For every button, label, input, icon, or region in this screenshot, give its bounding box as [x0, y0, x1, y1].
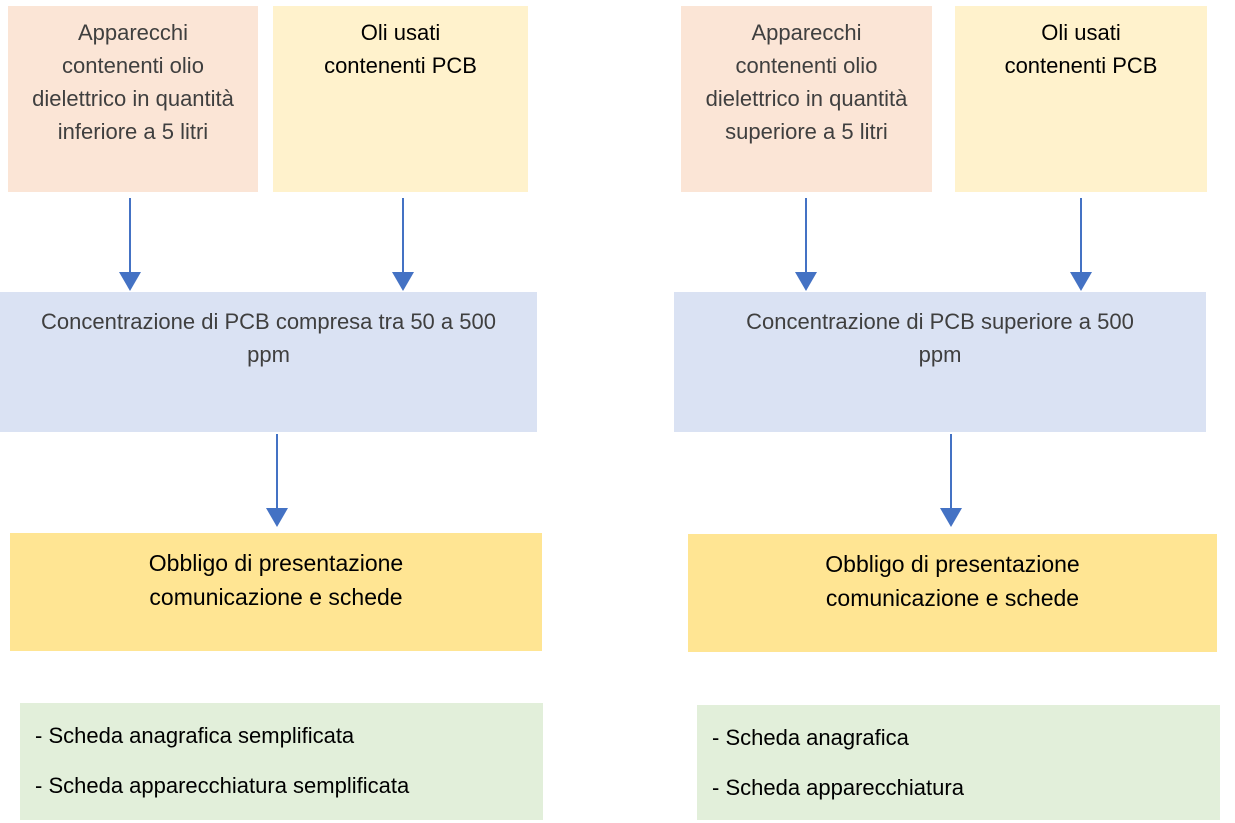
- arrow-line: [129, 198, 131, 272]
- arrow-head-icon: [392, 272, 414, 291]
- source-box-equipment-right-label: Apparecchi contenenti olio dielettrico i…: [705, 20, 908, 144]
- source-box-oils-right: Oli usati contenenti PCB: [955, 6, 1207, 192]
- arrow-line: [402, 198, 404, 272]
- arrow-head-icon: [266, 508, 288, 527]
- arrow-head-icon: [1070, 272, 1092, 291]
- documents-box-right: - Scheda anagrafica - Scheda apparecchia…: [697, 705, 1220, 820]
- arrow-line: [1080, 198, 1082, 272]
- documents-box-left: - Scheda anagrafica semplificata - Sched…: [20, 703, 543, 820]
- source-box-oils-left-label: Oli usati contenenti PCB: [324, 20, 477, 78]
- condition-box-right: Concentrazione di PCB superiore a 500 pp…: [674, 292, 1206, 432]
- obligation-box-left-label: Obbligo di presentazione comunicazione e…: [148, 550, 404, 610]
- source-box-oils-left: Oli usati contenenti PCB: [273, 6, 528, 192]
- arrow-line: [950, 434, 952, 508]
- source-box-equipment-left: Apparecchi contenenti olio dielettrico i…: [8, 6, 258, 192]
- arrow-line: [805, 198, 807, 272]
- arrow-head-icon: [940, 508, 962, 527]
- obligation-box-right-label: Obbligo di presentazione comunicazione e…: [825, 551, 1080, 611]
- arrow-head-icon: [119, 272, 141, 291]
- condition-box-left-label: Concentrazione di PCB compresa tra 50 a …: [41, 309, 496, 367]
- arrow-head-icon: [795, 272, 817, 291]
- obligation-box-right: Obbligo di presentazione comunicazione e…: [688, 534, 1217, 652]
- document-item: - Scheda anagrafica semplificata: [35, 723, 355, 748]
- source-box-oils-right-label: Oli usati contenenti PCB: [1004, 20, 1158, 78]
- condition-box-left: Concentrazione di PCB compresa tra 50 a …: [0, 292, 537, 432]
- source-box-equipment-left-label: Apparecchi contenenti olio dielettrico i…: [32, 20, 234, 144]
- arrow-line: [276, 434, 278, 508]
- obligation-box-left: Obbligo di presentazione comunicazione e…: [10, 533, 542, 651]
- condition-box-right-label: Concentrazione di PCB superiore a 500 pp…: [746, 309, 1134, 367]
- document-item: - Scheda apparecchiatura semplificata: [35, 773, 410, 798]
- document-item: - Scheda apparecchiatura: [712, 775, 964, 800]
- source-box-equipment-right: Apparecchi contenenti olio dielettrico i…: [681, 6, 932, 192]
- document-item: - Scheda anagrafica: [712, 725, 909, 750]
